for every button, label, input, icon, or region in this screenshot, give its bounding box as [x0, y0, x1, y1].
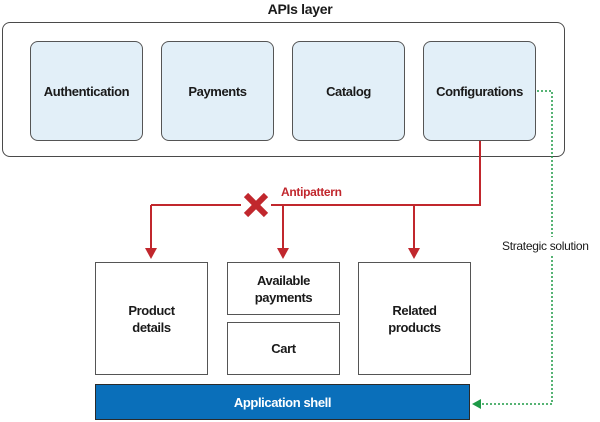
arrowhead-down-icon	[408, 248, 420, 259]
application-shell-label: Application shell	[233, 394, 332, 410]
api-authentication-label: Authentication	[43, 83, 130, 99]
api-catalog[interactable]: Catalog	[292, 41, 405, 141]
mfe-cart-label: Cart	[271, 341, 296, 356]
api-authentication[interactable]: Authentication	[30, 41, 143, 141]
application-shell[interactable]: Application shell	[95, 384, 470, 420]
antipattern-x-icon	[241, 192, 271, 218]
api-catalog-label: Catalog	[326, 83, 371, 99]
mfe-cart[interactable]: Cart	[227, 322, 340, 375]
mfe-available-payments-label: Available payments	[254, 272, 313, 305]
antipattern-arrowheads	[145, 248, 420, 259]
api-configurations[interactable]: Configurations	[423, 41, 536, 141]
apis-layer-title: APIs layer	[267, 1, 333, 17]
strategic-line	[480, 90, 553, 405]
api-payments[interactable]: Payments	[161, 41, 274, 141]
arrowhead-left-icon	[472, 399, 481, 409]
mfe-related-products[interactable]: Related products	[358, 262, 471, 375]
arrowhead-down-icon	[145, 248, 157, 259]
strategic-connector	[480, 90, 553, 405]
api-payments-label: Payments	[188, 83, 247, 99]
mfe-available-payments[interactable]: Available payments	[227, 262, 340, 315]
arrowhead-down-icon	[277, 248, 289, 259]
mfe-related-products-label: Related products	[388, 302, 441, 335]
antipattern-label: Antipattern	[281, 185, 342, 199]
strategic-solution-label: Strategic solution	[502, 239, 589, 253]
api-configurations-label: Configurations	[436, 83, 523, 99]
mfe-product-details[interactable]: Product details	[95, 262, 208, 375]
mfe-product-details-label: Product details	[128, 302, 175, 335]
apis-layer-container	[2, 22, 565, 157]
